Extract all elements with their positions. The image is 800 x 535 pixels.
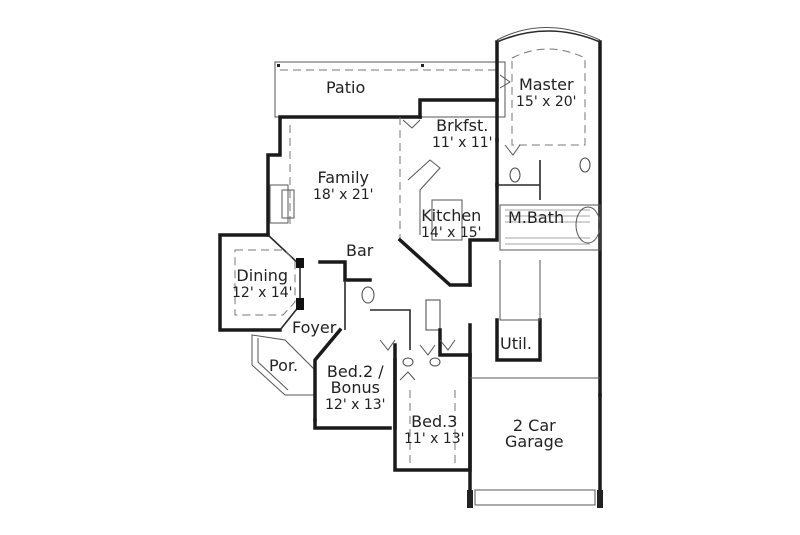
door-swings (379, 74, 521, 381)
utility-walls (495, 260, 542, 362)
room-dimensions: 11' x 13' (404, 431, 465, 447)
room-name: Bed.2 / (326, 362, 384, 381)
room-patio: Patio (326, 80, 365, 96)
room-bar: Bar (346, 243, 373, 259)
master-bath (497, 157, 601, 251)
room-porch: Por. (269, 358, 298, 374)
kitchen-walls (318, 159, 499, 287)
room-dimensions: 12' x 13' (325, 397, 386, 413)
dining-walls (218, 233, 304, 332)
room-family: Family 18' x 21' (313, 168, 374, 203)
room-foyer: Foyer (292, 320, 336, 336)
room-dimensions: 18' x 21' (313, 187, 374, 203)
room-dining: Dining 12' x 14' (232, 266, 293, 301)
room-bed2-bonus: Bed.2 / Bonus 12' x 13' (325, 362, 386, 413)
room-kitchen: Kitchen 14' x 15' (421, 206, 482, 241)
room-name: 2 Car (512, 416, 556, 435)
room-name-secondary: Bonus (330, 378, 380, 397)
room-dimensions: 11' x 11' (432, 135, 493, 151)
room-name: Bed.3 (411, 412, 458, 431)
room-utility: Util. (500, 336, 532, 352)
room-name: Patio (326, 78, 366, 97)
room-master-bath: M.Bath (508, 210, 564, 226)
room-dimensions: 15' x 20' (516, 94, 577, 110)
room-master: Master 15' x 20' (516, 75, 577, 110)
room-name: Family (317, 168, 369, 187)
room-dimensions: 14' x 15' (421, 225, 482, 241)
room-name: Util. (500, 334, 532, 353)
room-name: Foyer (292, 318, 337, 337)
room-name: M.Bath (508, 208, 565, 227)
breakfast-walls (418, 98, 499, 187)
room-name: Kitchen (421, 206, 482, 225)
room-garage: 2 Car Garage (505, 418, 564, 450)
garage-walls (467, 353, 603, 508)
room-breakfast: Brkfst. 11' x 11' (432, 116, 493, 151)
hall-walls (313, 280, 472, 422)
room-bed3: Bed.3 11' x 13' (404, 412, 465, 447)
room-name-secondary: Garage (505, 432, 564, 451)
room-name: Bar (346, 241, 374, 260)
patio-area (274, 61, 506, 118)
room-dimensions: 12' x 14' (232, 285, 293, 301)
room-name: Master (518, 75, 574, 94)
room-name: Por. (269, 356, 299, 375)
room-name: Dining (236, 266, 289, 285)
family-walls (266, 115, 422, 240)
room-name: Brkfst. (436, 116, 489, 135)
